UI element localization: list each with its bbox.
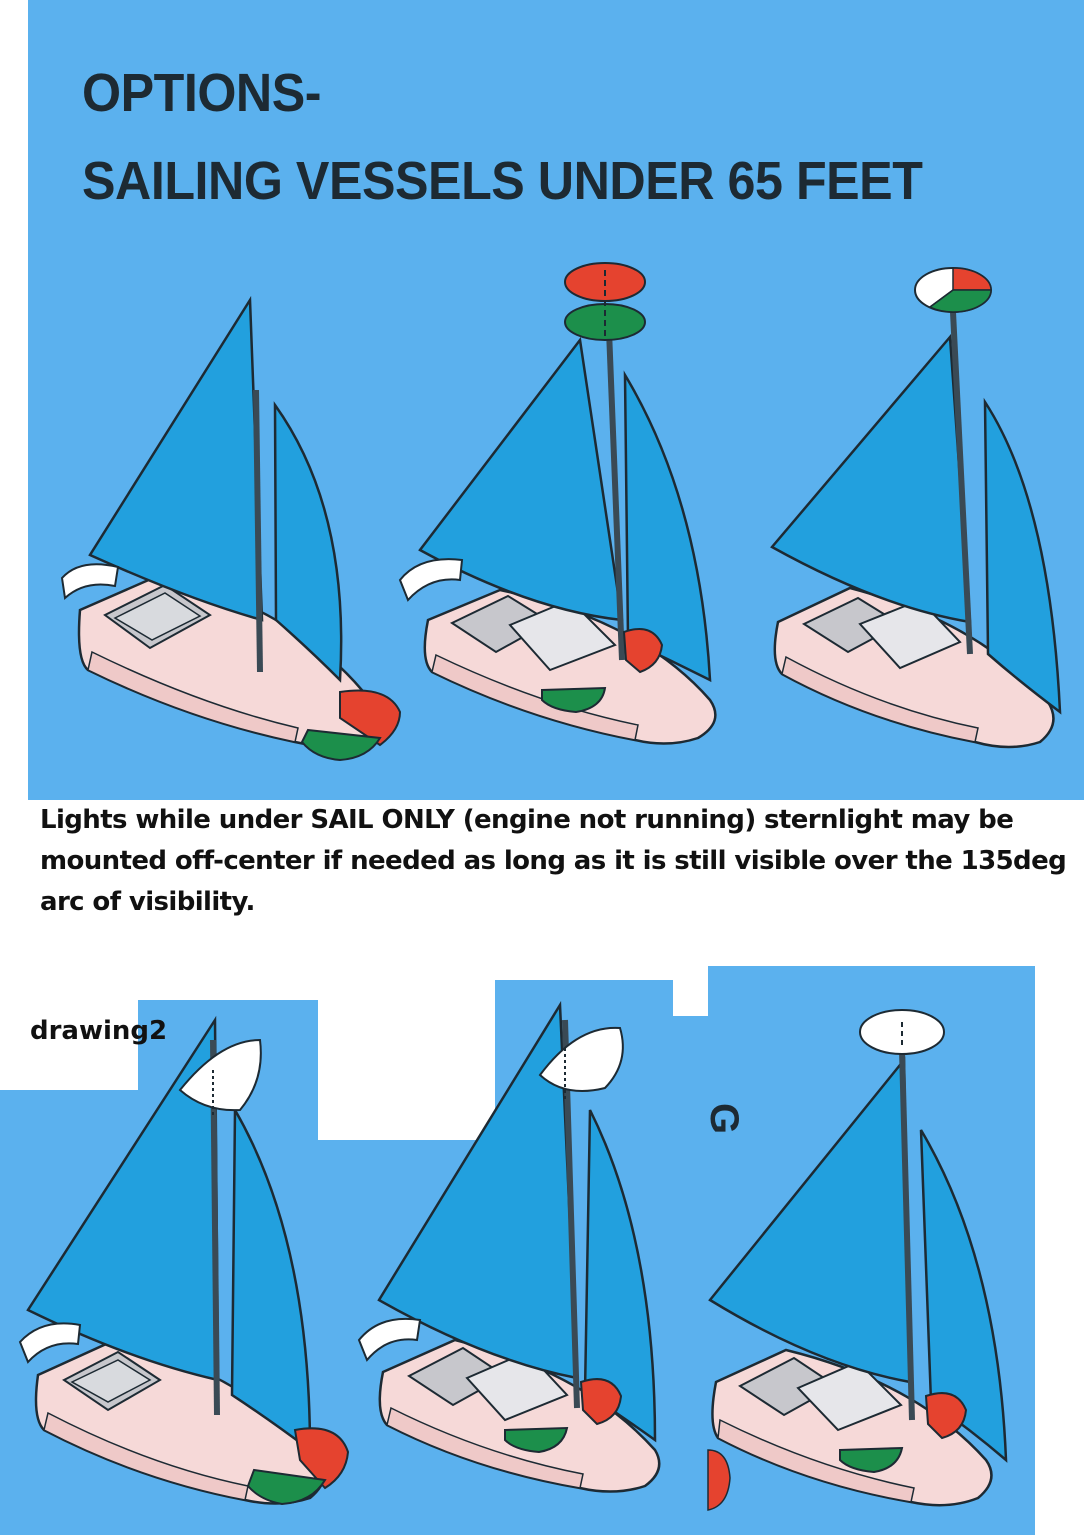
sailboat-masthead-red-over-green-icon: [390, 260, 750, 780]
title-line-2: SAILING VESSELS UNDER 65 FEET: [82, 151, 923, 211]
sailboat-sidelights-sternlight-icon: [40, 280, 420, 780]
bottom-panel-mid-join: [672, 1016, 708, 1142]
title-line-1: OPTIONS-: [82, 63, 322, 123]
drawing2-label: drawing2: [30, 1016, 168, 1046]
sailboat-white-light-and-bow-lights-icon: [355, 1000, 695, 1510]
sailboat-white-light-and-sidelights-icon: [18, 1015, 360, 1530]
caption-text: Lights while under SAIL ONLY (engine not…: [40, 805, 1067, 917]
sailboat-masthead-tricolor-icon: [760, 262, 1080, 782]
sailboat-all-round-white-light-icon: [706, 1009, 1036, 1535]
